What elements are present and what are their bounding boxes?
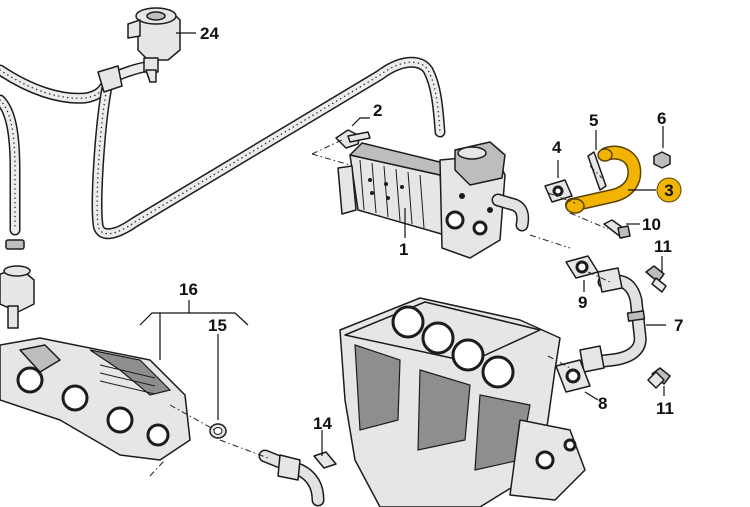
intake-manifold: [0, 337, 191, 461]
callout-leaders: [139, 32, 666, 456]
egr-pipe-7: [579, 267, 647, 373]
bolt-10: [603, 219, 631, 239]
callout-11-lower: 11: [656, 399, 674, 418]
callout-14: 14: [313, 414, 332, 433]
stud-5: [587, 151, 607, 191]
callout-3-badge: 3: [656, 177, 682, 203]
callout-5: 5: [589, 111, 598, 130]
bolt-11-upper: [645, 265, 667, 293]
callout-6: 6: [657, 109, 666, 128]
o-ring-15: [209, 423, 227, 439]
callout-16: 16: [179, 280, 198, 299]
vacuum-solenoid-valve: [127, 7, 181, 83]
callout-11-upper: 11: [654, 237, 672, 256]
gasket-4: [544, 179, 573, 203]
callout-labels: 24 2 1 3 4 5 6 10 11 9 7 8 11 14 15 16: [179, 24, 683, 433]
callout-1: 1: [399, 240, 408, 259]
callout-10: 10: [642, 215, 661, 234]
callout-4: 4: [552, 138, 562, 157]
egr-cooler: [337, 141, 530, 259]
callout-15: 15: [208, 316, 227, 335]
egr-pipe-highlighted: [565, 145, 642, 214]
elbow-pipe-14: [258, 449, 337, 507]
callout-2: 2: [373, 101, 382, 120]
assembly-lines: [149, 139, 611, 477]
callout-7: 7: [674, 316, 683, 335]
gasket-8: [555, 359, 591, 393]
callout-24: 24: [200, 24, 219, 43]
bolt-11-lower: [647, 367, 671, 389]
callout-9: 9: [578, 293, 587, 312]
engine-block: [339, 297, 586, 507]
callout-3: 3: [664, 181, 673, 200]
bolt-2: [335, 129, 371, 149]
callout-8: 8: [598, 394, 607, 413]
nut-6: [653, 151, 671, 169]
